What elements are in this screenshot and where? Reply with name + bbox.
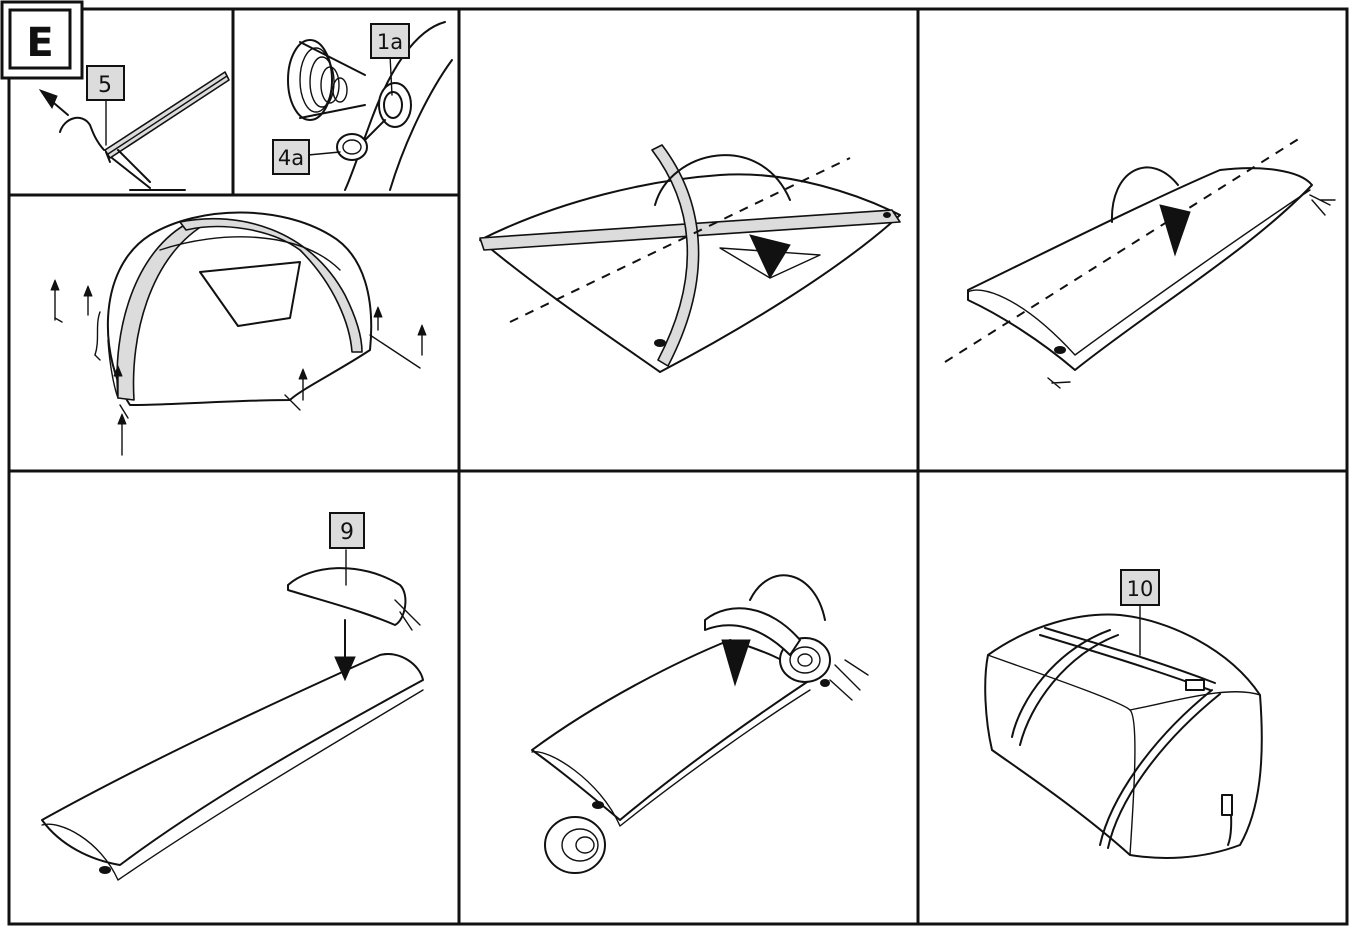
callout-5: 5 [98,73,112,98]
callout-1a: 1a [377,30,403,54]
panel-valve-detail: 1a 4a [272,21,453,191]
callout-4a: 4a [278,146,304,170]
panel-repair-bag: 9 [41,512,424,881]
panel-packed-bag: 10 [984,569,1263,859]
section-letter: E [26,20,53,66]
panel-fold-strip [944,137,1336,389]
panel-pole-removal: 5 [38,65,230,191]
callout-9: 9 [340,520,354,545]
panel-tent-unpegging [50,211,427,456]
panel-fold-flat [479,144,901,373]
panel-roll-up [531,574,869,874]
section-badge: E [0,0,84,80]
panel-grid [7,7,1349,926]
callout-10: 10 [1127,577,1154,601]
